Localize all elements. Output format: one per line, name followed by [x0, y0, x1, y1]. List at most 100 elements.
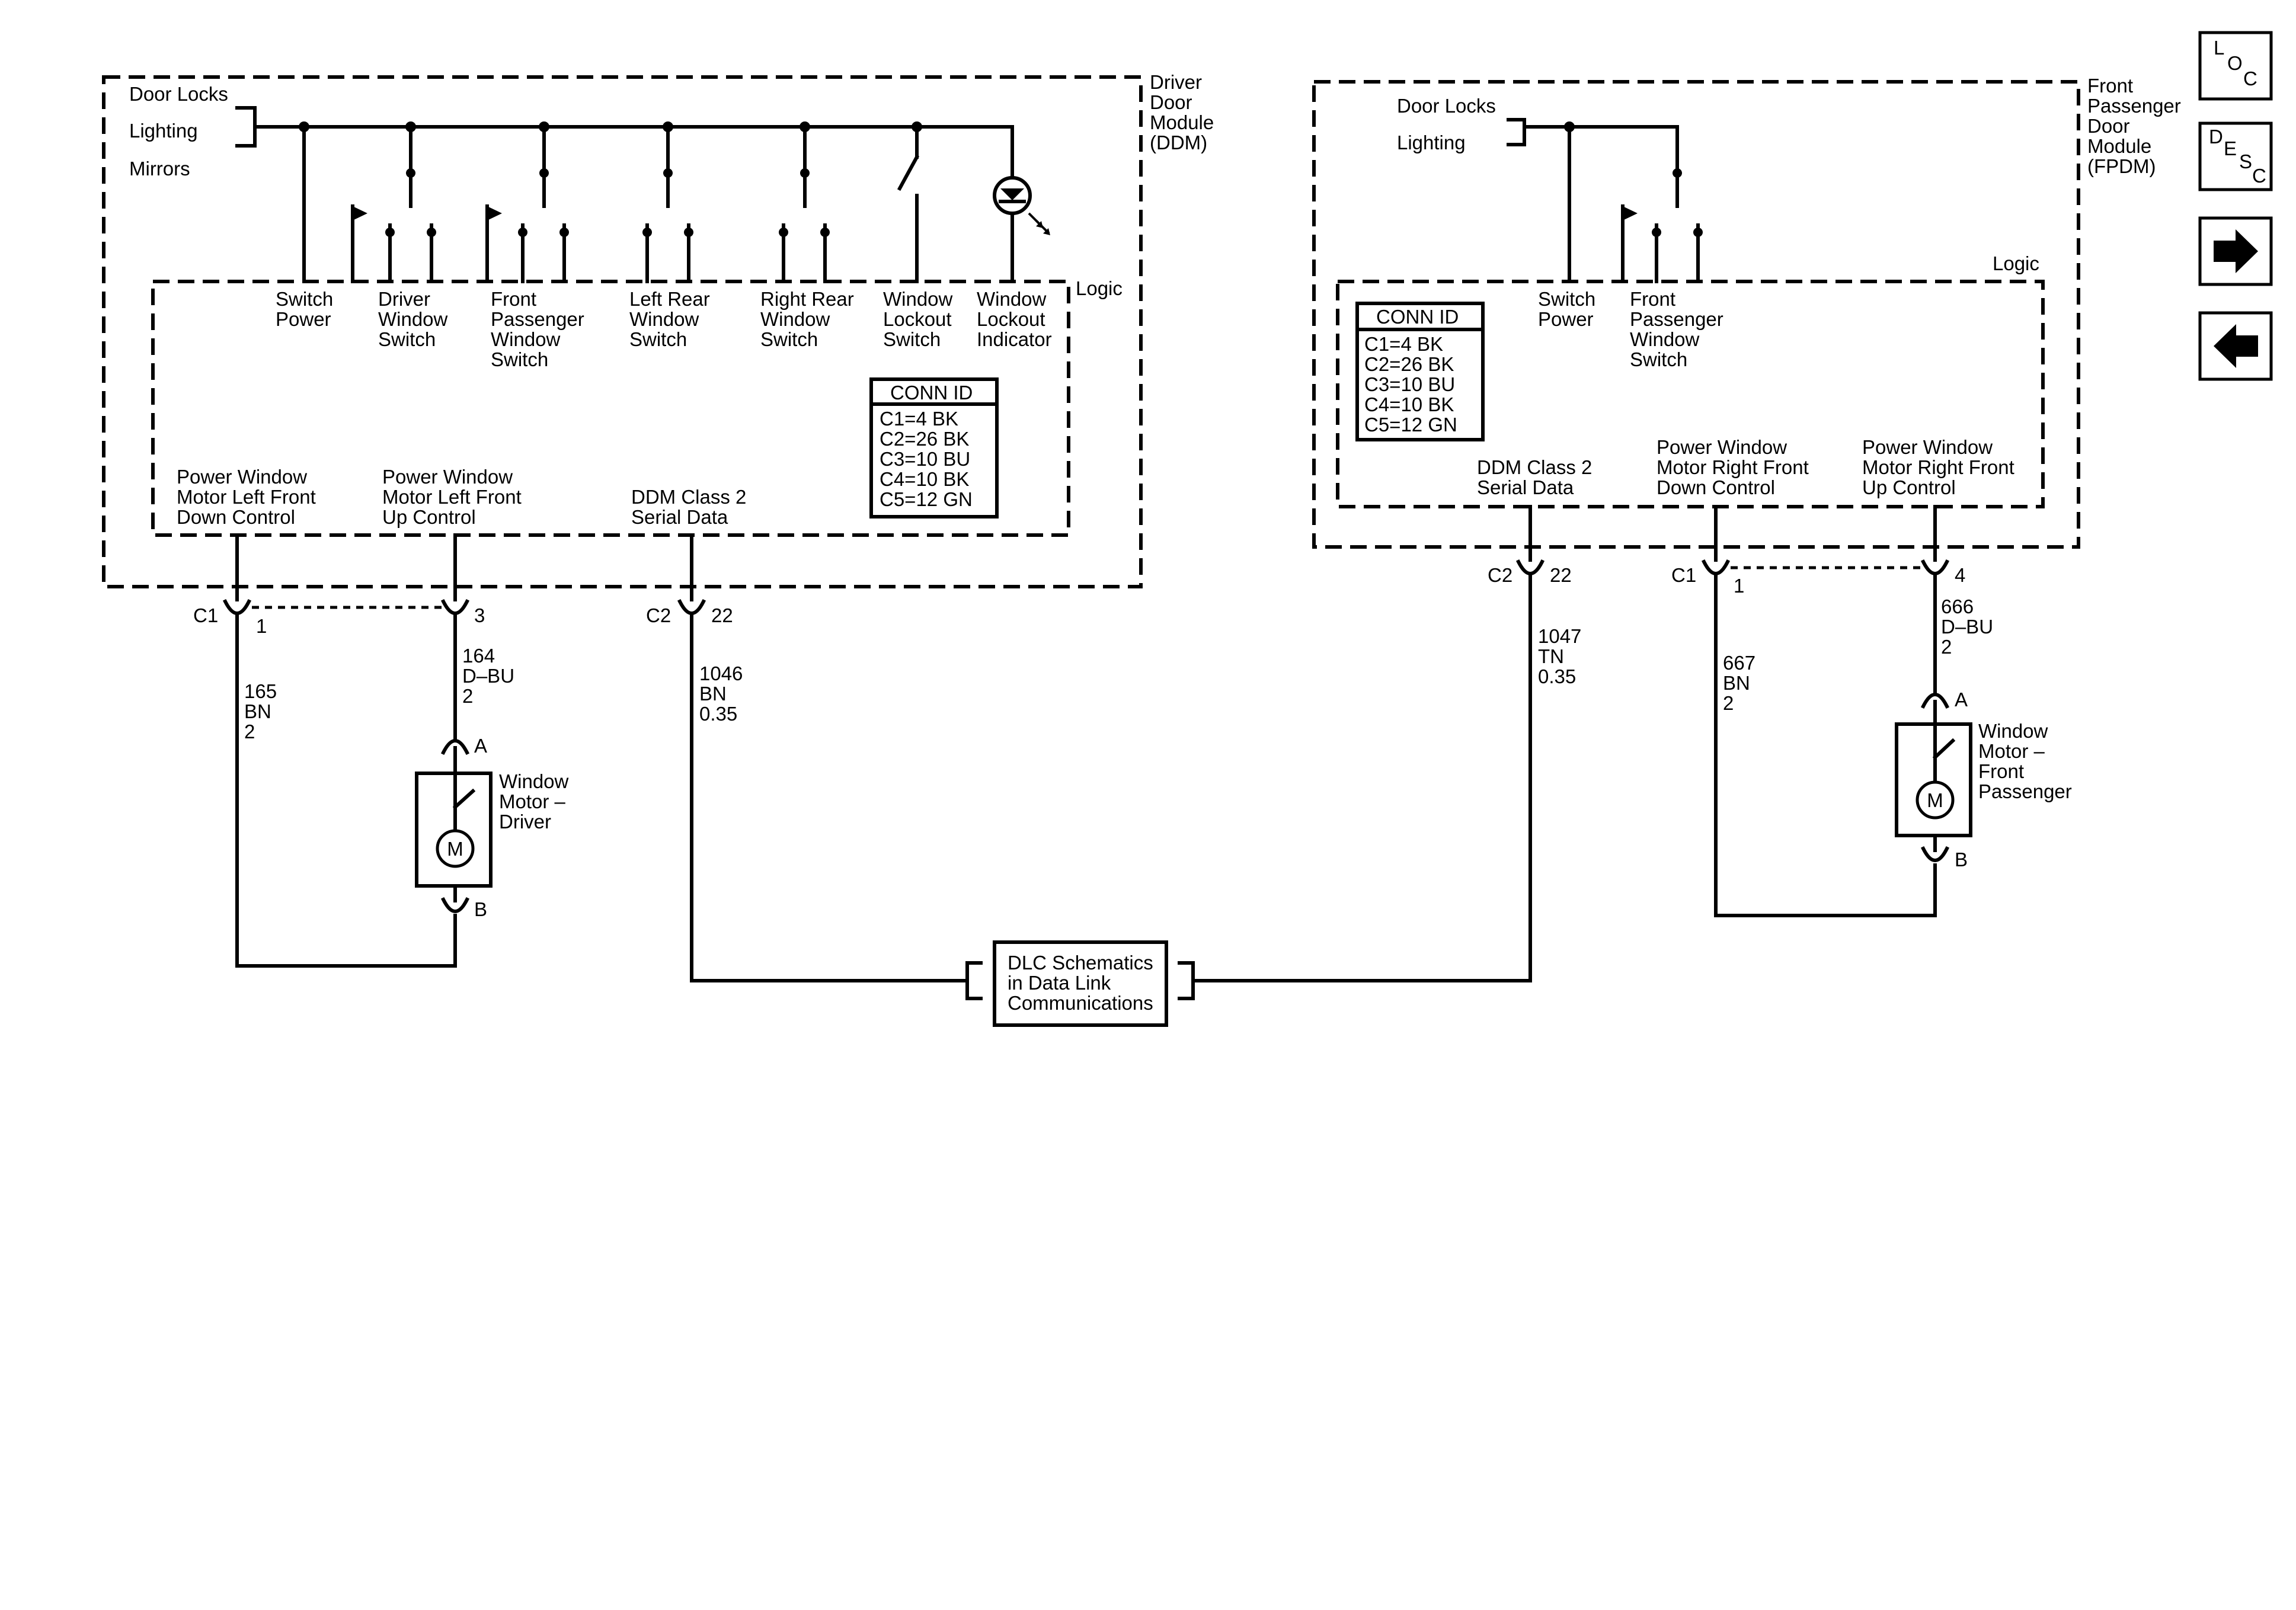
ddm-output-lf-down: Power Window Motor Left Front Down Contr…	[177, 466, 321, 528]
svg-text:4: 4	[1955, 564, 1965, 586]
fpdm-connector-c1-pin4: 4	[1920, 559, 1965, 586]
ddm-front-passenger-window-switch-symbol	[485, 125, 569, 283]
ddm-right-rear-window-switch-symbol	[779, 125, 830, 283]
svg-text:C: C	[2252, 165, 2266, 187]
svg-text:C: C	[2243, 68, 2257, 89]
ddm-wire-1046: 1046 BN 0.35	[699, 662, 749, 725]
svg-text:1: 1	[1734, 575, 1744, 597]
fpdm-connector-c2-pin22: C2 22	[1488, 559, 1572, 586]
previous-page-button[interactable]	[2198, 311, 2273, 381]
ddm-driver-window-switch-symbol	[351, 125, 436, 283]
fpdm-conn-id-line: C4=10 BK	[1364, 393, 1454, 415]
ddm-logic-box	[151, 280, 1070, 537]
fpdm-input-bracket	[1507, 118, 1526, 146]
svg-text:M: M	[1927, 789, 1943, 811]
loc-button[interactable]: L O C	[2198, 31, 2273, 101]
ddm-input-mirrors: Mirrors	[129, 158, 190, 180]
svg-text:B: B	[474, 898, 487, 920]
svg-text:C1: C1	[1671, 564, 1696, 586]
fpdm-output-rf-up: Power Window Motor Right Front Up Contro…	[1862, 436, 2020, 498]
next-page-button[interactable]	[2198, 216, 2273, 286]
ddm-label-switch-power: Switch Power	[276, 288, 338, 330]
ddm-label-front-passenger-window-switch: Front Passenger Window Switch	[491, 288, 590, 370]
ddm-label-driver-window-switch: Driver Window Switch	[378, 288, 453, 350]
ddm-motor-label: Window Motor – Driver	[499, 770, 574, 833]
motor-icon	[1916, 780, 1955, 820]
fpdm-conn-id-table: CONN ID C1=4 BK C2=26 BK C3=10 BU C4=10 …	[1355, 302, 1485, 441]
fpdm-input-lighting: Lighting	[1397, 132, 1466, 153]
fpdm-output-class2: DDM Class 2 Serial Data	[1477, 456, 1598, 498]
fpdm-wire-1047: 1047 TN 0.35	[1538, 625, 1587, 687]
fpdm-conn-id-line: C1=4 BK	[1364, 333, 1443, 355]
svg-text:M: M	[447, 838, 463, 860]
fpdm-conn-id-line: C3=10 BU	[1364, 373, 1455, 395]
dlc-schematics-reference[interactable]: DLC Schematics in Data Link Communicatio…	[690, 940, 1532, 1027]
fpdm-wire-666: 666 D–BU 2	[1941, 596, 1998, 658]
ddm-wire-164: 164 D–BU 2	[462, 645, 520, 707]
svg-text:A: A	[474, 735, 487, 757]
ddm-label-left-rear-window-switch: Left Rear Window Switch	[629, 288, 715, 350]
fpdm-window-motor-front-passenger: A M B Window Motor – Front Passenger	[1895, 689, 2072, 917]
ddm-output-lf-up: Power Window Motor Left Front Up Control	[382, 466, 527, 528]
ddm-module-name: Driver Door Module (DDM)	[1150, 71, 1219, 153]
ddm-conn-id-table: CONN ID C1=4 BK C2=26 BK C3=10 BU C4=10 …	[869, 377, 999, 518]
svg-text:O: O	[2227, 52, 2243, 74]
ddm-led-indicator-icon	[993, 125, 1050, 283]
ddm-left-rear-window-switch-symbol	[642, 125, 693, 283]
fpdm-logic-box	[1336, 280, 2045, 508]
svg-text:1: 1	[256, 615, 267, 637]
ddm-module: Driver Door Module (DDM) Door Locks Ligh…	[102, 71, 1219, 982]
fpdm-outline	[1312, 80, 2080, 549]
svg-text:E: E	[2224, 137, 2237, 159]
svg-text:22: 22	[711, 604, 733, 626]
ddm-logic-label: Logic	[1076, 277, 1123, 299]
fpdm-conn-id-title: CONN ID	[1376, 306, 1459, 328]
ddm-window-lockout-switch-symbol	[897, 125, 920, 283]
ddm-conn-id-line: C1=4 BK	[880, 408, 958, 430]
svg-text:D: D	[2209, 126, 2223, 148]
ddm-label-window-lockout-switch: Window Lockout Switch	[883, 288, 958, 350]
ddm-conn-id-line: C4=10 BK	[880, 468, 969, 490]
fpdm-logic-label: Logic	[1993, 252, 2039, 274]
ddm-window-motor-driver: A M B Window Motor – Driver	[415, 735, 574, 968]
fpdm-output-rf-down: Power Window Motor Right Front Down Cont…	[1657, 436, 1814, 498]
fpdm-label-front-passenger-window-switch: Front Passenger Window Switch	[1630, 288, 1729, 370]
ddm-wire-165: 165 BN 2	[244, 680, 282, 742]
fpdm-motor-label: Window Motor – Front Passenger	[1978, 720, 2072, 802]
svg-text:L: L	[2214, 37, 2224, 59]
fpdm-front-passenger-window-switch-symbol	[1621, 168, 1703, 283]
fpdm-input-door-locks: Door Locks	[1397, 95, 1496, 117]
fpdm-label-switch-power: Switch Power	[1538, 288, 1601, 330]
fpdm-module-name: Front Passenger Door Module (FPDM)	[2087, 75, 2186, 177]
desc-button[interactable]: D E S C	[2198, 121, 2273, 191]
svg-text:3: 3	[474, 604, 485, 626]
ddm-conn-id-line: C5=12 GN	[880, 488, 973, 510]
ddm-label-window-lockout-indicator: Window Lockout Indicator	[977, 288, 1052, 350]
right-arrow-icon	[2214, 229, 2258, 273]
svg-text:C2: C2	[646, 604, 671, 626]
left-arrow-icon	[2214, 324, 2258, 368]
svg-text:S: S	[2239, 151, 2252, 172]
svg-text:A: A	[1955, 689, 1968, 710]
ddm-label-right-rear-window-switch: Right Rear Window Switch	[760, 288, 859, 350]
ddm-outline	[102, 75, 1143, 588]
ddm-connector-c2-pin22: C2 22	[646, 598, 733, 626]
fpdm-connector-c1-pin1: C1 1	[1671, 559, 1744, 597]
ddm-conn-id-line: C2=26 BK	[880, 428, 969, 450]
svg-text:B: B	[1955, 849, 1968, 870]
fpdm-conn-id-line: C2=26 BK	[1364, 353, 1454, 375]
ddm-input-door-locks: Door Locks	[129, 83, 228, 105]
ddm-conn-id-title: CONN ID	[890, 382, 973, 404]
motor-icon	[436, 829, 475, 868]
ddm-conn-id-line: C3=10 BU	[880, 448, 970, 470]
ddm-input-bracket	[235, 106, 257, 148]
svg-text:C2: C2	[1488, 564, 1512, 586]
ddm-connector-c1-pin1: C1 1	[193, 598, 267, 637]
ddm-connector-c1-pin3: 3	[440, 598, 485, 626]
fpdm-wire-667: 667 BN 2	[1723, 652, 1761, 714]
fpdm-conn-id-line: C5=12 GN	[1364, 414, 1457, 436]
svg-text:C1: C1	[193, 604, 218, 626]
svg-text:22: 22	[1550, 564, 1572, 586]
ddm-input-lighting: Lighting	[129, 120, 198, 142]
